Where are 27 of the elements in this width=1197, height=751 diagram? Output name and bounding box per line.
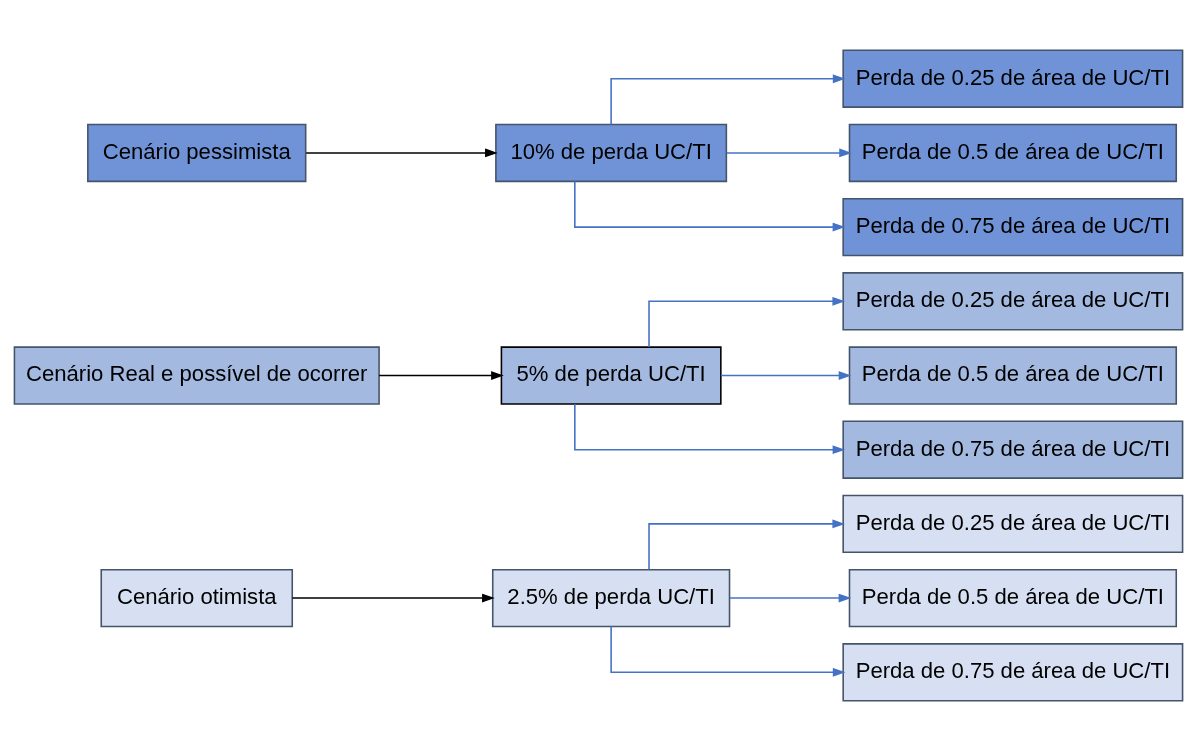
node-box: Perda de 0.25 de área de UC/TI bbox=[842, 494, 1184, 554]
arrow bbox=[305, 148, 498, 158]
arrow bbox=[610, 74, 846, 126]
node-box: Cenário pessimista bbox=[87, 123, 307, 183]
node-box: Perda de 0.25 de área de UC/TI bbox=[842, 272, 1184, 331]
node-box: 2.5% de perda UC/TI bbox=[491, 568, 731, 628]
node-box: Perda de 0.25 de área de UC/TI bbox=[842, 49, 1184, 108]
node-box: Cenário otimista bbox=[100, 568, 294, 628]
node-box: Perda de 0.75 de área de UC/TI bbox=[842, 643, 1184, 702]
node-box: 5% de perda UC/TI bbox=[500, 346, 722, 405]
node-box: 10% de perda UC/TI bbox=[495, 123, 728, 183]
arrow bbox=[610, 625, 846, 677]
arrow bbox=[726, 148, 852, 158]
arrow bbox=[291, 593, 495, 603]
arrow bbox=[574, 403, 846, 455]
arrow bbox=[574, 180, 846, 232]
node-box: Perda de 0.5 de área de UC/TI bbox=[848, 123, 1178, 183]
node-box: Perda de 0.5 de área de UC/TI bbox=[848, 568, 1178, 628]
arrow bbox=[648, 519, 846, 571]
arrow bbox=[729, 593, 852, 603]
arrow bbox=[648, 296, 846, 348]
node-box: Perda de 0.5 de área de UC/TI bbox=[848, 346, 1178, 405]
arrow bbox=[378, 371, 504, 380]
node-box: Cenário Real e possível de ocorrer bbox=[13, 346, 380, 405]
node-box: Perda de 0.75 de área de UC/TI bbox=[842, 197, 1184, 257]
node-box: Perda de 0.75 de área de UC/TI bbox=[842, 420, 1184, 479]
arrow bbox=[720, 371, 852, 380]
